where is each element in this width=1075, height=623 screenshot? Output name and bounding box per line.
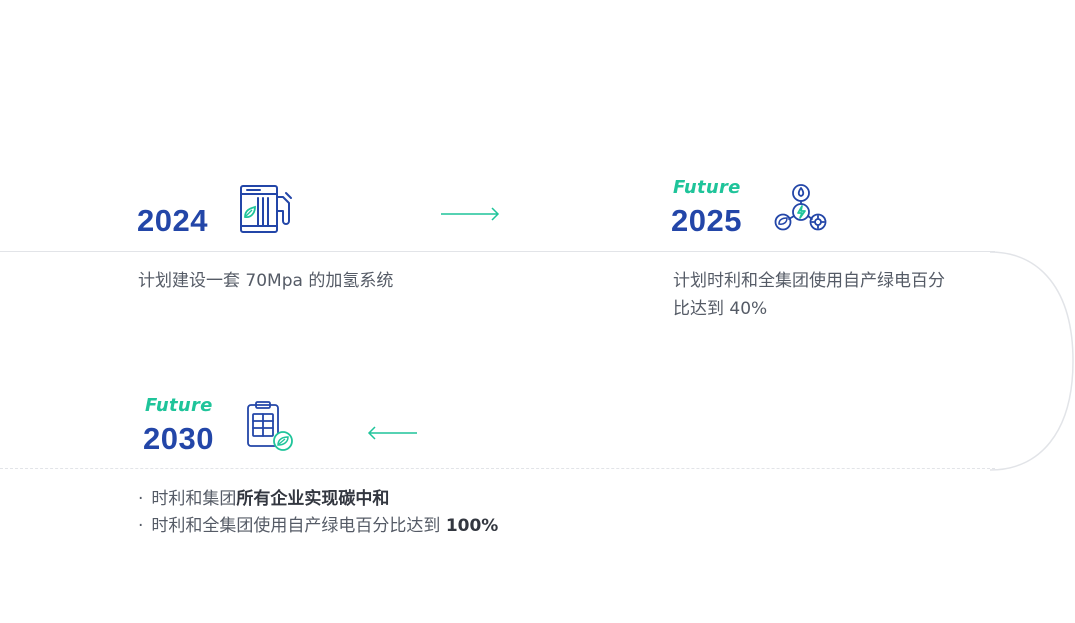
energy-cycle-icon: [774, 184, 827, 231]
bullet-dot: ·: [138, 489, 144, 509]
year-2025: 2025: [671, 203, 742, 238]
bullet-dot: ·: [138, 516, 144, 536]
desc-2025-line1: 计划时利和全集团使用自产绿电百分: [673, 271, 945, 291]
bullet-2030-1-bold: 所有企业实现碳中和: [236, 489, 390, 509]
arrow-right-icon: [441, 207, 500, 221]
desc-2024: 计划建设一套 70Mpa 的加氢系统: [138, 271, 394, 291]
timeline-curve: [989, 251, 1074, 471]
bullet-2030-1: · 时利和集团所有企业实现碳中和: [138, 485, 389, 513]
bullet-2030-2-text: 时利和全集团使用自产绿电百分比达到: [151, 516, 446, 536]
future-tag-2025: Future: [673, 177, 741, 198]
timeline-line-bottom: [0, 468, 995, 469]
timeline-line-top: [0, 251, 995, 252]
year-2024: 2024: [137, 203, 208, 238]
desc-2025-line2: 比达到 40%: [673, 299, 768, 319]
bullet-2030-2: · 时利和全集团使用自产绿电百分比达到 100%: [138, 512, 498, 540]
carbon-neutral-clipboard-icon: [247, 401, 293, 451]
bullet-2030-2-bold: 100%: [445, 516, 499, 536]
future-tag-2030: Future: [145, 395, 213, 416]
year-2030: 2030: [143, 421, 214, 456]
hydrogen-fuel-pump-icon: [240, 185, 292, 233]
arrow-left-icon: [367, 426, 417, 440]
bullet-2030-1-text: 时利和集团: [151, 489, 237, 509]
